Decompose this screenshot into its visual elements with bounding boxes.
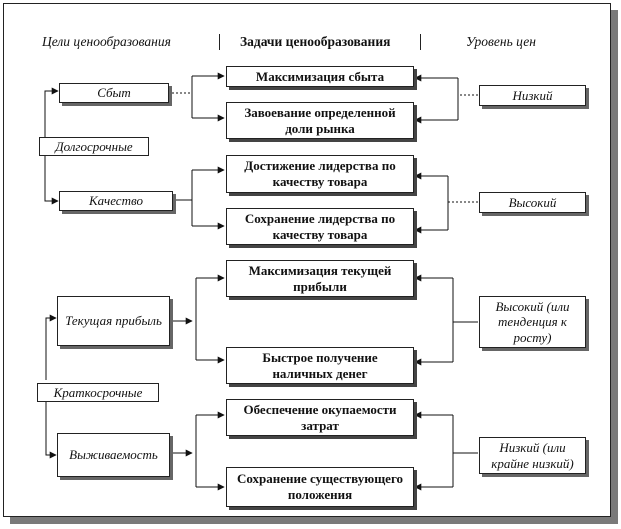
term-long-term: Долгосрочные — [39, 137, 149, 156]
task-fast-cash: Быстрое получение наличных денег — [226, 347, 414, 384]
price-high: Высокий — [479, 192, 586, 213]
long-term-to-sales-connector — [44, 87, 59, 144]
task-max-current-profit: Максимизация текущей прибыли — [226, 260, 414, 297]
header-separator-left — [219, 34, 220, 50]
price-low-or-very-low: Низкий (или крайне низкий) — [479, 437, 586, 474]
header-price-level: Уровень цен — [466, 34, 536, 49]
task-market-share: Завоевание определенной доли рынка — [226, 102, 414, 139]
goal-sales: Сбыт — [59, 83, 169, 103]
task-keep-quality-leadership: Сохранение лидерства по качеству товара — [226, 208, 414, 245]
task-status-quo: Сохранение существующего положения — [226, 467, 414, 507]
header-goals: Цели ценообразования — [42, 34, 171, 49]
task-cost-recovery: Обеспечение окупаемости затрат — [226, 399, 414, 436]
goal-survival: Выживаемость — [57, 433, 170, 477]
short-term-to-survival-connector — [45, 400, 57, 459]
price-high-or-rising: Высокий (или тенденция к росту) — [479, 296, 586, 348]
header-separator-right — [420, 34, 421, 50]
goal-current-profit: Текущая прибыль — [57, 296, 170, 346]
goal-quality: Качество — [59, 191, 173, 211]
header-tasks: Задачи ценообразования — [240, 34, 391, 49]
task-quality-leadership: Достижение лидерства по качеству товара — [226, 155, 414, 193]
price-low: Низкий — [479, 85, 586, 106]
short-term-to-profit-connector — [45, 314, 57, 380]
long-term-to-quality-connector — [44, 143, 59, 205]
task-max-sales: Максимизация сбыта — [226, 66, 414, 87]
term-short-term: Краткосрочные — [37, 383, 159, 402]
